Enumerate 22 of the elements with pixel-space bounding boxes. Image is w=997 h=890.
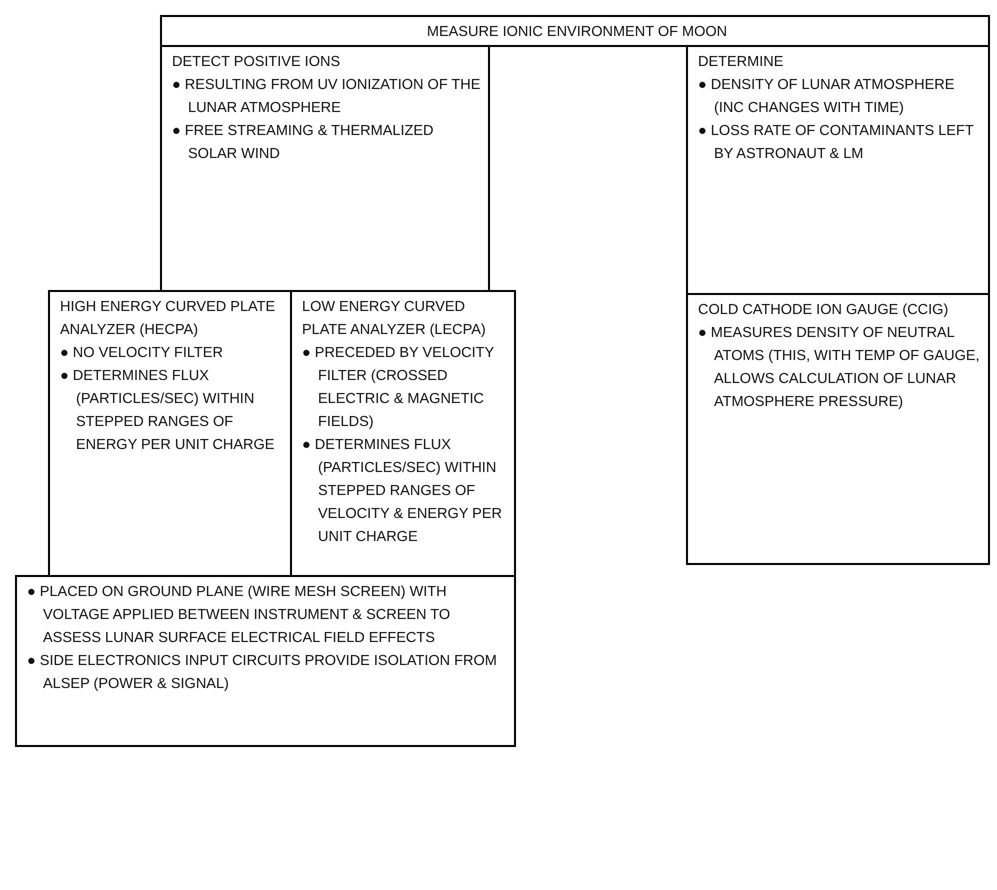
box-heading: COLD CATHODE ION GAUGE (CCIG) — [698, 301, 950, 320]
text-box — [686, 45, 990, 295]
bullet-text: ● PLACED ON GROUND PLANE (WIRE MESH SCREEN) WITH VOLTAGE APPLIED BETWEEN INSTRUMENT & SCREEN TO ASSESS LUNAR SURFACE ELECTRICAL FIELD EFFECTS — [27, 583, 452, 648]
box-heading: LOW ENERGY CURVED PLATE ANALYZER (LECPA) — [302, 298, 487, 340]
box-heading: DETECT POSITIVE IONS — [172, 53, 342, 72]
text-box — [15, 575, 516, 747]
text-box — [686, 293, 990, 565]
box-heading: HIGH ENERGY CURVED PLATE ANALYZER (HECPA) — [60, 298, 276, 340]
box-heading: MEASURE IONIC ENVIRONMENT OF MOON — [426, 23, 728, 42]
bullet-text: ● FREE STREAMING & THERMALIZED SOLAR WIND — [172, 122, 434, 164]
bullet-text: ● DETERMINES FLUX (PARTICLES/SEC) WITHIN STEPPED RANGES OF VELOCITY & ENERGY PER UNIT CHARGE — [302, 436, 503, 547]
bullet-text: ● DENSITY OF LUNAR ATMOSPHERE (INC CHANGES WITH TIME) — [698, 76, 956, 118]
bullet-text: ● MEASURES DENSITY OF NEUTRAL ATOMS (THIS, WITH TEMP OF GAUGE, ALLOWS CALCULATION OF LUNAR ATMOSPHERE PRESSURE) — [698, 324, 981, 412]
bullet-text: ● NO VELOCITY FILTER — [60, 344, 224, 363]
text-box — [160, 45, 490, 292]
bullet-text: ● PRECEDED BY VELOCITY FILTER (CROSSED ELECTRIC & MAGNETIC FIELDS) — [302, 344, 495, 432]
bullet-text: ● RESULTING FROM UV IONIZATION OF THE LUNAR ATMOSPHERE — [172, 76, 482, 118]
bullet-text: ● LOSS RATE OF CONTAMINANTS LEFT BY ASTRONAUT & LM — [698, 122, 974, 164]
box-heading: DETERMINE — [698, 53, 784, 72]
text-box — [160, 15, 990, 47]
bullet-text: ● SIDE ELECTRONICS INPUT CIRCUITS PROVIDE ISOLATION FROM ALSEP (POWER & SIGNAL) — [27, 652, 498, 694]
bullet-text: ● DETERMINES FLUX (PARTICLES/SEC) WITHIN STEPPED RANGES OF ENERGY PER UNIT CHARGE — [60, 367, 276, 455]
